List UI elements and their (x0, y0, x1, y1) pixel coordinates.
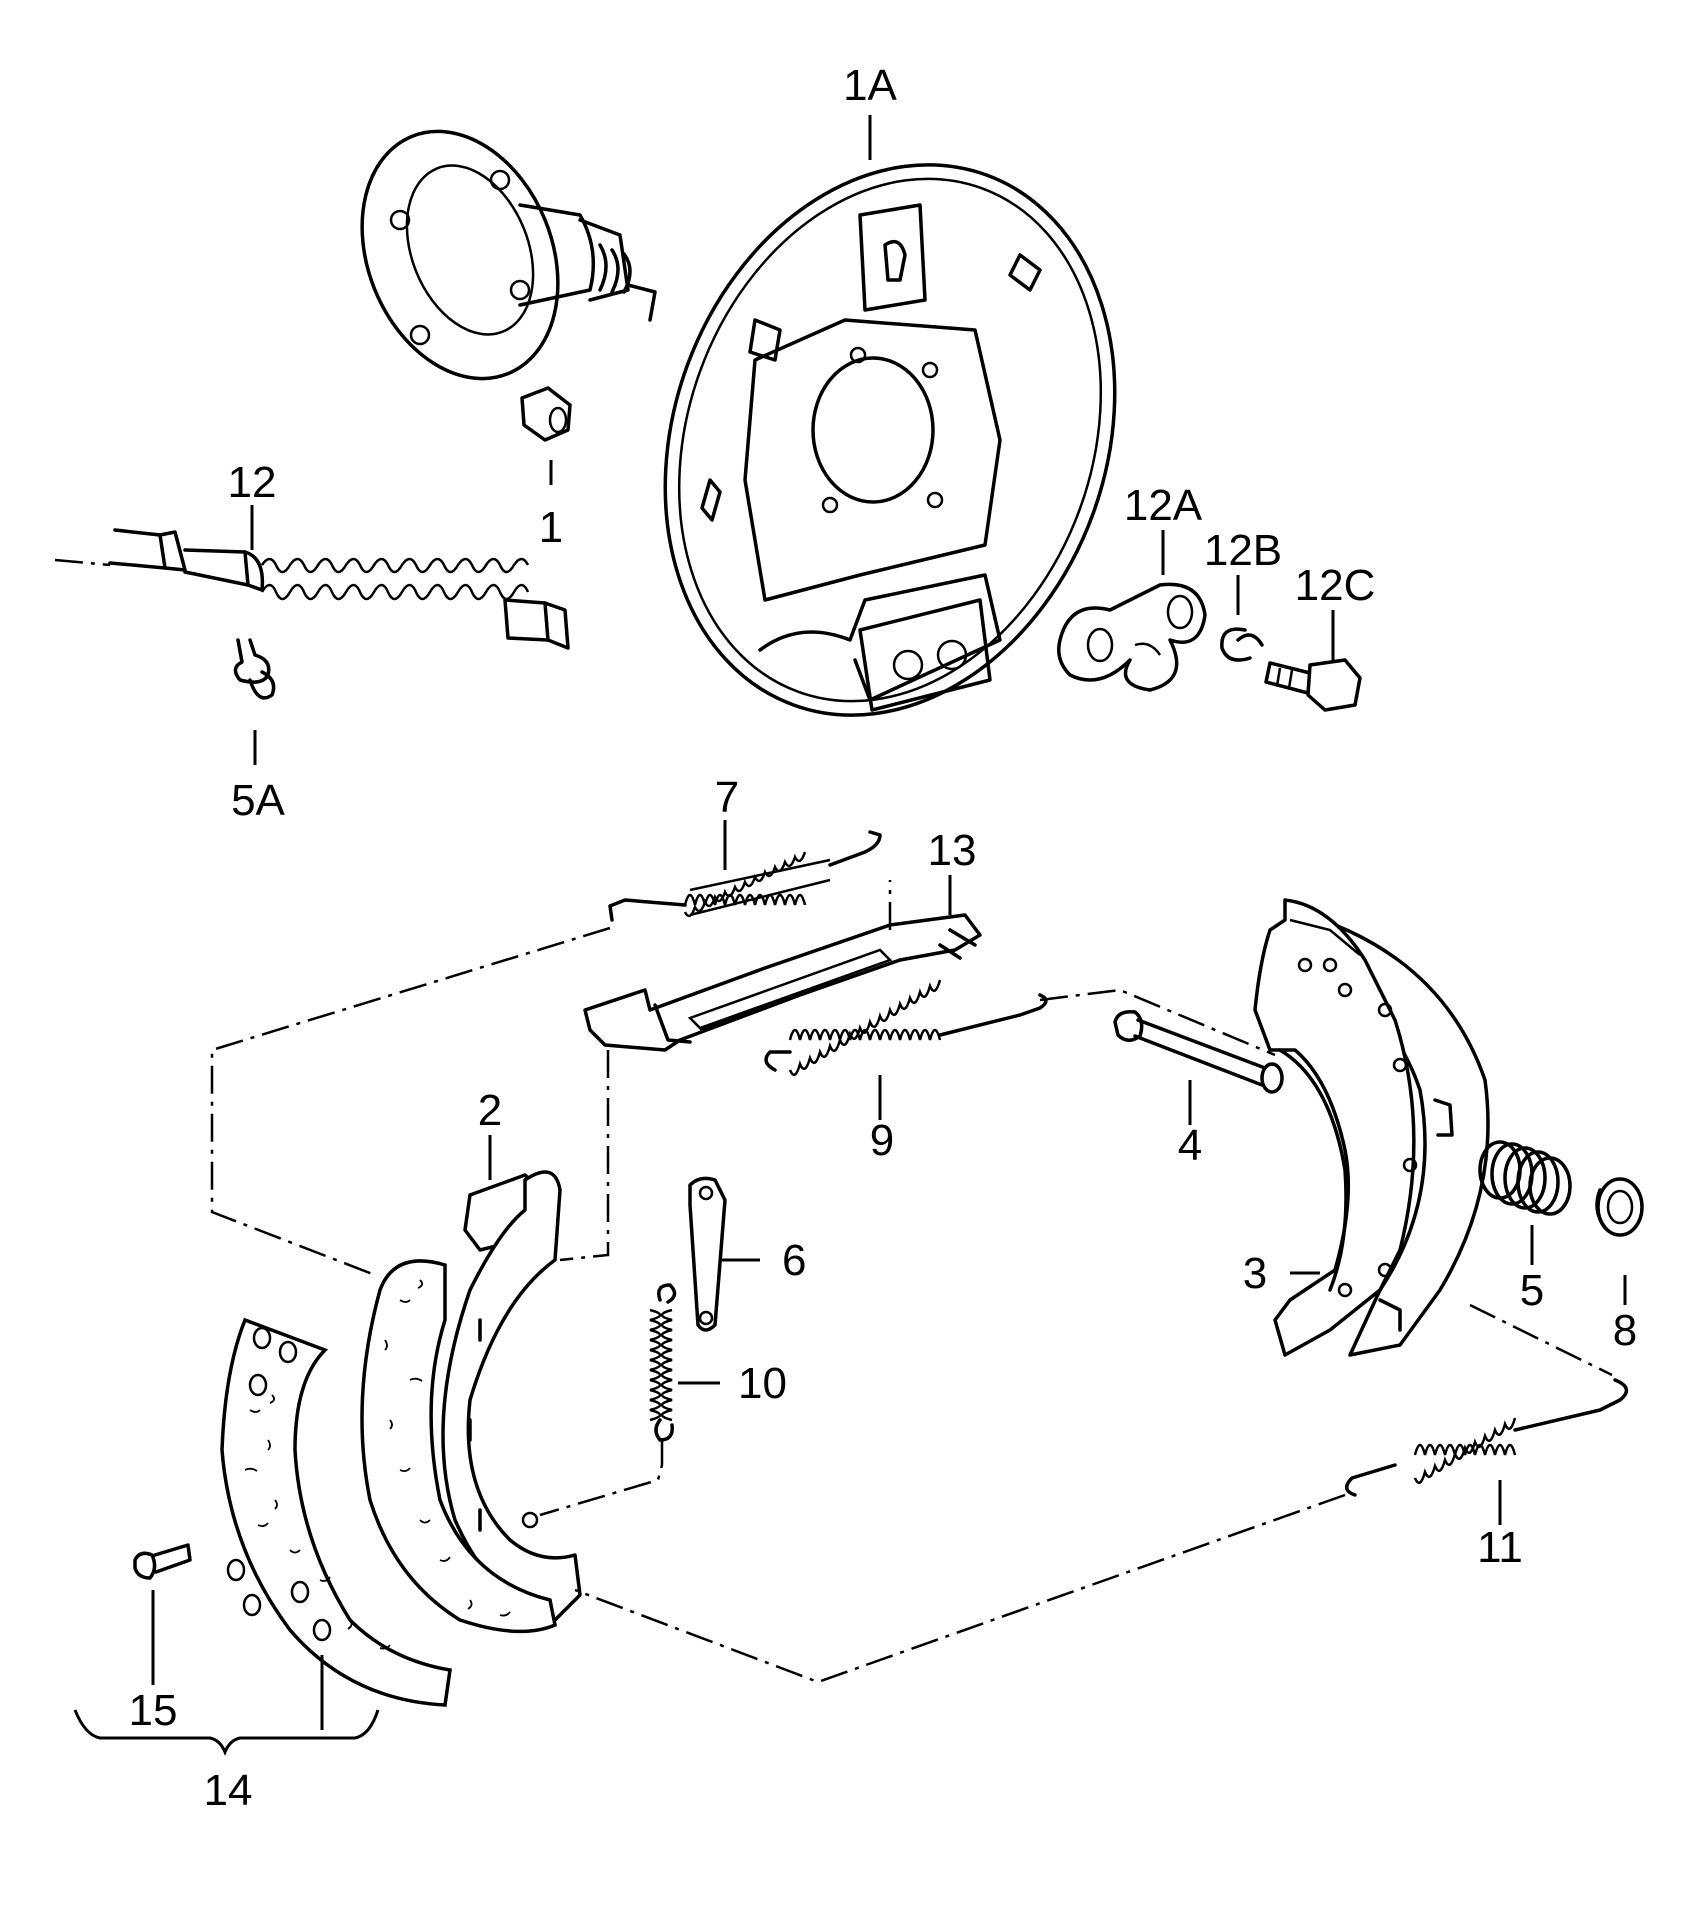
callout-15: 15 (129, 1686, 178, 1735)
callout-4: 4 (1178, 1121, 1202, 1170)
leader-lines (73, 115, 1627, 1756)
lining-texture (244, 1279, 511, 1650)
part-9-spring (764, 979, 1048, 1077)
part-7-return-spring (608, 830, 882, 922)
callout-5A: 5A (231, 776, 285, 825)
part-15-pin (133, 1543, 192, 1580)
callout-1A: 1A (843, 61, 897, 110)
assembly-lines (210, 880, 1613, 1684)
callout-6: 6 (782, 1236, 806, 1285)
part-6-lever (688, 1176, 727, 1332)
callout-3: 3 (1243, 1249, 1267, 1298)
part-3-brake-shoe (1253, 898, 1490, 1357)
part-12-handbrake-cable (108, 528, 570, 650)
part-1A-backing-plate (663, 163, 1117, 717)
callout-9: 9 (870, 1116, 894, 1165)
callout-14: 14 (204, 1766, 253, 1815)
part-12A-plate (1057, 582, 1207, 692)
callout-12: 12 (228, 458, 277, 507)
part-5A-clip (233, 638, 276, 700)
callout-13: 13 (928, 826, 977, 875)
part-4-retaining-pin (1113, 1009, 1284, 1094)
part-5-coil-spring (1478, 1140, 1572, 1216)
callout-12B: 12B (1204, 526, 1282, 575)
callout-8: 8 (1613, 1306, 1637, 1355)
part-12C-bolt (1264, 658, 1362, 712)
part-13-strut (583, 913, 982, 1052)
part-11-lower-spring (1345, 1378, 1629, 1497)
wheel-hub (360, 129, 657, 381)
part-1-nut (520, 386, 572, 442)
callout-7: 7 (715, 773, 739, 822)
callout-5: 5 (1520, 1266, 1544, 1315)
callout-10: 10 (738, 1359, 787, 1408)
callout-11: 11 (1477, 1523, 1523, 1572)
callout-2: 2 (478, 1086, 502, 1135)
callout-labels: 1A 1 12 5A 12A 12B 12C 7 13 9 4 2 6 10 3… (129, 61, 1638, 1815)
part-8-spring-cap (1595, 1177, 1644, 1237)
part-2-brake-shoe (360, 1170, 582, 1634)
callout-1: 1 (539, 503, 563, 552)
part-10-spring (649, 1283, 677, 1442)
callout-12A: 12A (1124, 481, 1203, 530)
part-14-brake-lining (220, 1317, 452, 1707)
callout-12C: 12C (1295, 561, 1376, 610)
part-12B-spring-washer (1220, 627, 1264, 662)
